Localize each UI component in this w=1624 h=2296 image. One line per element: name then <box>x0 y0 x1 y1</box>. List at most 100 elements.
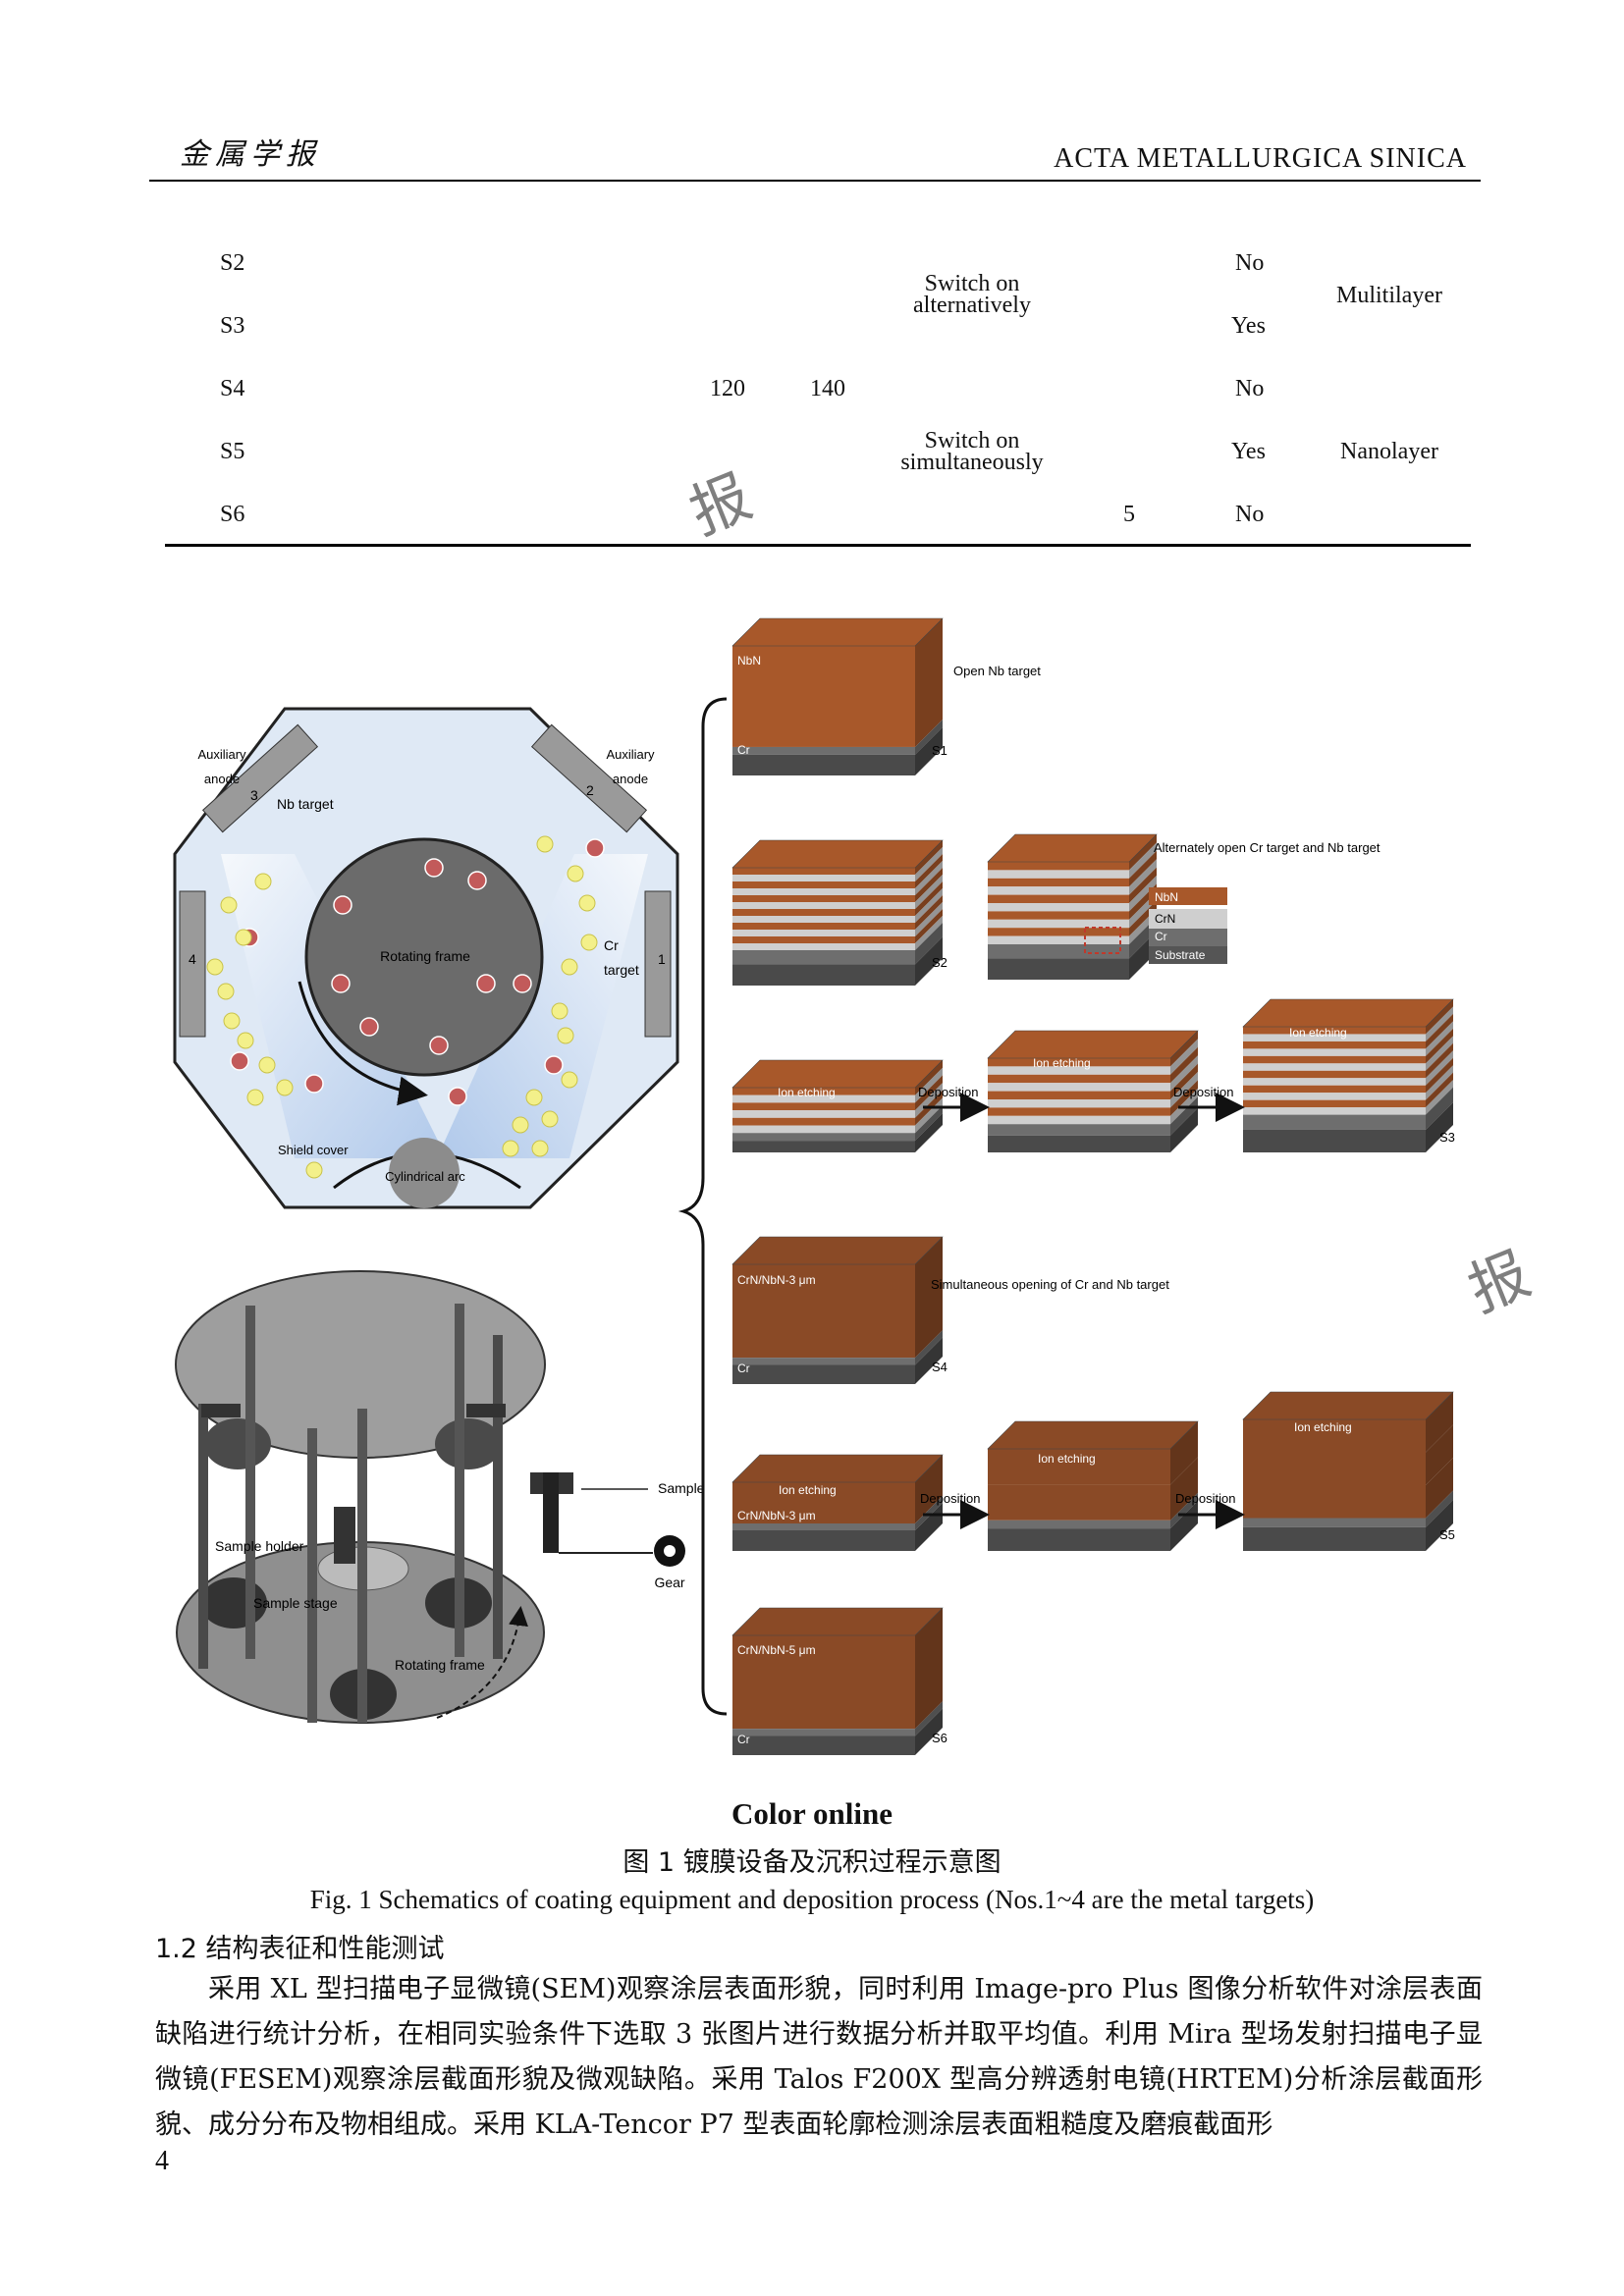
label-target-4: 4 <box>189 951 196 967</box>
label-target-3: 3 <box>250 787 258 803</box>
ion-negative <box>580 934 598 951</box>
label-s5-ion-etching-2: Ion etching <box>1038 1452 1096 1466</box>
gear-icon <box>654 1535 685 1567</box>
legend-nbn: NbN <box>1155 890 1178 904</box>
table-cell-sample: S4 <box>220 376 245 401</box>
positive-ions <box>230 838 605 1106</box>
block-s5-c <box>1242 1391 1454 1551</box>
label-s6-top: CrN/NbN-5 μm <box>737 1643 816 1657</box>
label-s5-ion-etching-3: Ion etching <box>1294 1420 1352 1434</box>
journal-logo: 金属学报 <box>180 137 321 172</box>
ion-negative <box>561 958 578 976</box>
ion-negative <box>512 1116 529 1134</box>
rotating-stage: Sample Gear Sample holder Sample stage R… <box>175 1270 705 1724</box>
block-s6 <box>731 1607 944 1755</box>
label-s5-deposition-1: Deposition <box>920 1491 980 1506</box>
table-cell-structure: Mulitilayer <box>1336 283 1442 308</box>
ion-positive <box>448 1087 467 1106</box>
label-s3-ion-etching-2: Ion etching <box>1033 1056 1091 1070</box>
svg-text:target: target <box>604 962 639 978</box>
target-3 <box>201 723 319 833</box>
label-target-1: 1 <box>658 951 666 967</box>
ion-negative <box>561 1071 578 1089</box>
ion-negative <box>217 983 235 1000</box>
ion-negative <box>557 1027 574 1044</box>
ion-negative <box>525 1089 543 1106</box>
legend-crn: CrN <box>1155 912 1175 926</box>
ion-negative <box>567 865 584 882</box>
ion-negative <box>551 1002 568 1020</box>
label-rotating-frame-stage: Rotating frame <box>395 1657 485 1673</box>
ion-positive <box>424 858 444 878</box>
block-s3-c <box>1242 998 1454 1152</box>
table-cell-sample: S3 <box>220 313 245 339</box>
legend-swatch <box>1149 946 1227 964</box>
table-cell-current: 140 <box>810 376 845 401</box>
label-sample: Sample <box>658 1480 705 1496</box>
label-s3-deposition-2: Deposition <box>1173 1085 1233 1099</box>
label-s3-ion-etching-3: Ion etching <box>1289 1026 1347 1040</box>
table-cell-etch: No <box>1235 250 1265 276</box>
target-4 <box>179 890 206 1038</box>
ion-negative <box>220 896 238 914</box>
label-s6-bottom: Cr <box>737 1733 750 1746</box>
label-s3-deposition-1: Deposition <box>918 1085 978 1099</box>
label-s5: S5 <box>1439 1527 1455 1542</box>
block-s3-b <box>987 1030 1199 1152</box>
table-cell-etch: No <box>1235 502 1265 527</box>
ion-negative <box>254 873 272 890</box>
label-s5-film: CrN/NbN-3 μm <box>737 1509 816 1522</box>
label-cr-target: Cr <box>604 937 619 953</box>
ion-negative <box>578 894 596 912</box>
ion-negative <box>246 1089 264 1106</box>
caption-cn: 图 1 镀膜设备及沉积过程示意图 <box>623 1847 1001 1878</box>
label-sample-holder: Sample holder <box>215 1538 304 1554</box>
caption-en: Fig. 1 Schematics of coating equipment a… <box>309 1885 1315 1914</box>
table-cell-thickness: 5 <box>1123 502 1135 527</box>
ion-positive <box>304 1074 324 1094</box>
ion-positive <box>476 974 496 993</box>
ion-positive <box>467 871 487 890</box>
label-s1-bottom: Cr <box>737 743 750 757</box>
label-s5-ion-etching-1: Ion etching <box>779 1483 837 1497</box>
label-s6: S6 <box>932 1731 947 1745</box>
legend-swatch <box>1149 909 1227 929</box>
target-1 <box>644 890 672 1038</box>
page-number: 4 <box>155 2146 169 2176</box>
table-cell-etch: No <box>1235 376 1265 401</box>
desc-s1: Open Nb target <box>953 664 1041 678</box>
label-s4: S4 <box>932 1360 947 1374</box>
ion-negative <box>536 835 554 853</box>
table-cell-sample: S6 <box>220 502 245 527</box>
label-s2: S2 <box>932 955 947 970</box>
ion-positive <box>331 974 351 993</box>
label-cylindrical-arc: Cylindrical arc <box>385 1169 465 1184</box>
ion-positive <box>359 1017 379 1037</box>
svg-text:anode: anode <box>613 772 648 786</box>
table-cell-sample: S5 <box>220 439 245 464</box>
zoom-box <box>1084 927 1121 954</box>
header-rule <box>149 180 1481 182</box>
label-s3: S3 <box>1439 1130 1455 1145</box>
legend-swatch <box>1149 929 1227 946</box>
ion-negative <box>235 929 252 946</box>
rotating-frame <box>304 837 544 1077</box>
label-shield-cover: Shield cover <box>278 1143 349 1157</box>
ion-negative <box>276 1079 294 1096</box>
label-aux-anode-left: Auxiliary <box>197 747 246 762</box>
block-s2 <box>731 839 944 986</box>
label-s5-deposition-2: Deposition <box>1175 1491 1235 1506</box>
ion-negative <box>223 1012 241 1030</box>
deposition-blocks <box>731 617 1454 1755</box>
label-sample-stage: Sample stage <box>253 1595 338 1611</box>
ion-negative <box>531 1140 549 1157</box>
table-cell-voltage: 120 <box>710 376 745 401</box>
ion-positive <box>230 1051 249 1071</box>
ion-negative <box>541 1110 559 1128</box>
caption-color-online: Color online <box>731 1796 893 1831</box>
desc-s2: Alternately open Cr target and Nb target <box>1154 840 1380 855</box>
label-target-2: 2 <box>586 782 594 798</box>
journal-name: ACTA METALLURGICA SINICA <box>1054 143 1467 174</box>
